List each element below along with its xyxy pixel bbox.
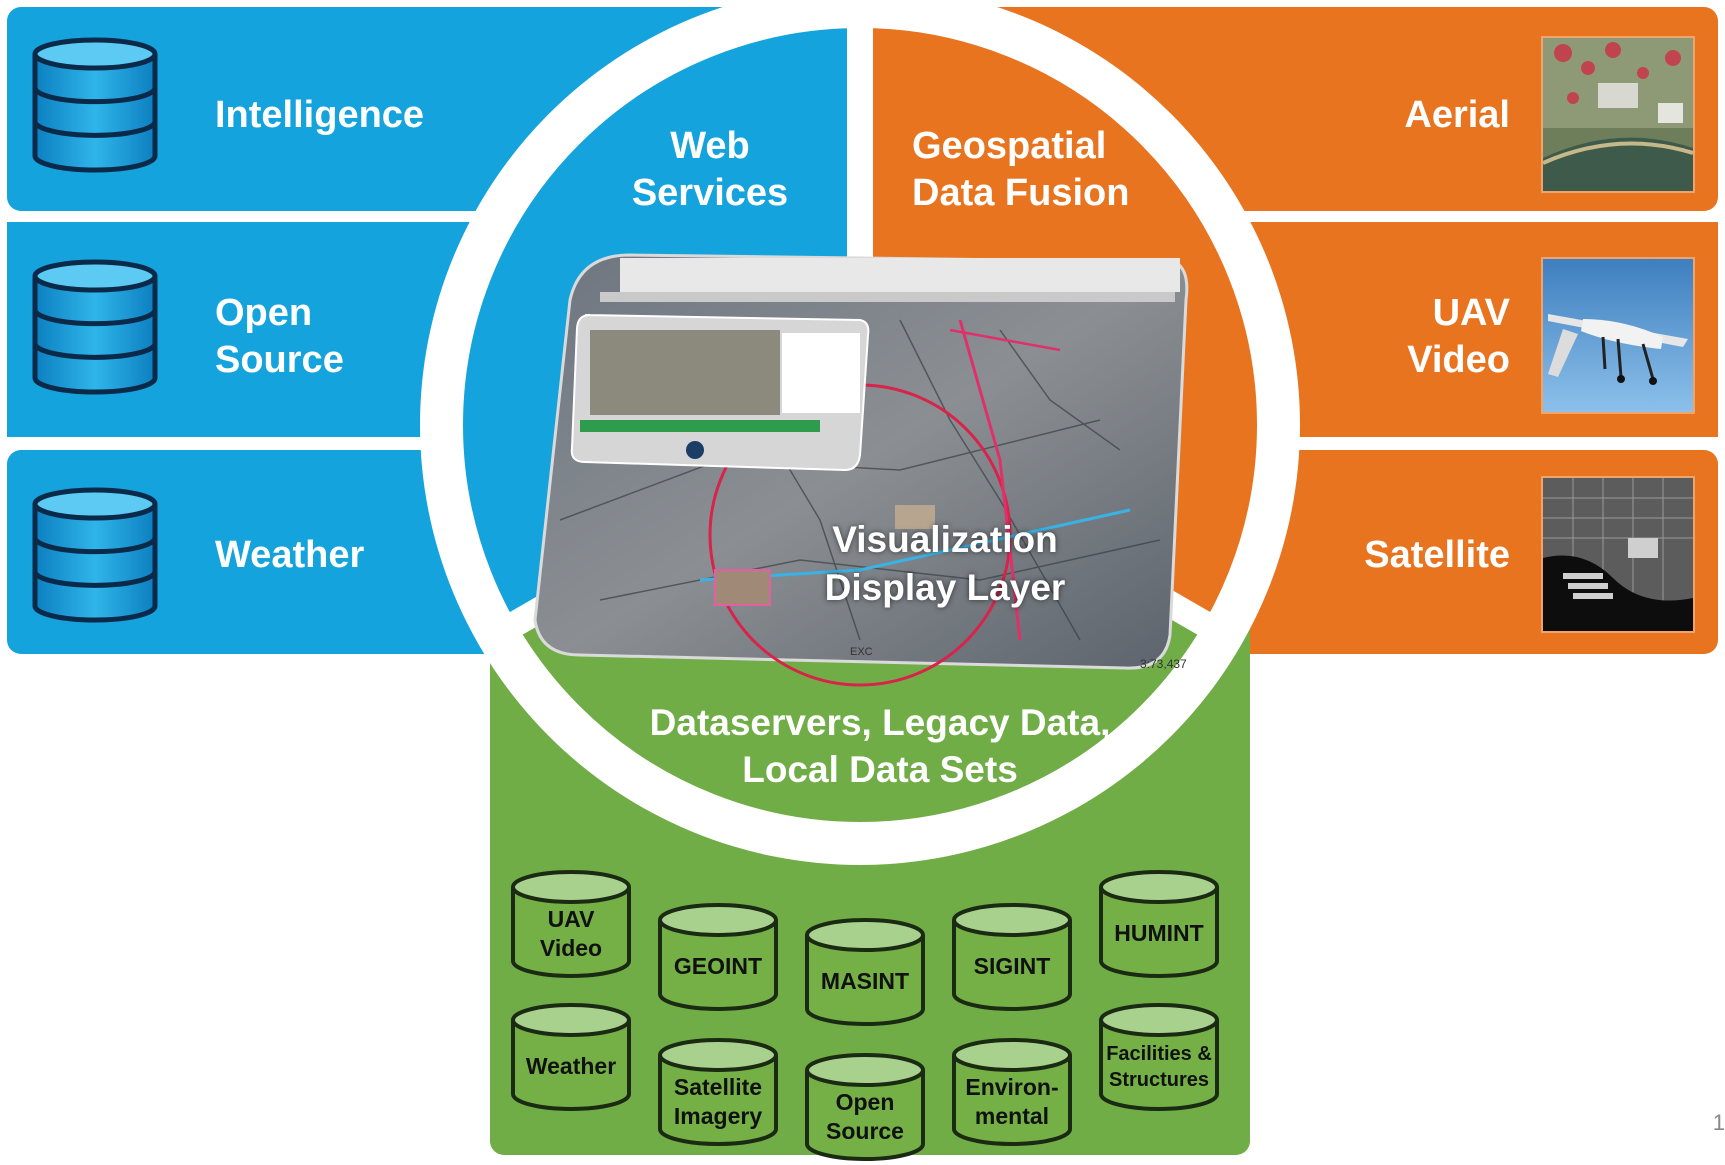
cylinder-label: GEOINT — [673, 953, 763, 979]
database-icon — [32, 259, 158, 395]
cylinder — [658, 1038, 778, 1146]
svg-text:EXC: EXC — [850, 646, 873, 658]
cylinder-label: SIGINT — [973, 953, 1051, 979]
svg-text:3:73,437: 3:73,437 — [1140, 657, 1187, 671]
label-dataservers: Dataservers, Legacy Data,Local Data Sets — [649, 702, 1111, 790]
cylinder — [658, 903, 778, 1011]
cylinder-label: MASINT — [820, 968, 910, 994]
cylinder-group — [511, 870, 1219, 1161]
cylinder — [511, 1003, 631, 1111]
cylinder — [952, 903, 1072, 1011]
cylinder — [805, 918, 925, 1026]
label-intelligence: Intelligence — [215, 94, 425, 136]
aerial-photo-image — [1541, 36, 1695, 193]
cylinder — [511, 870, 631, 978]
cylinder-label: HUMINT — [1114, 920, 1204, 946]
satellite-image — [1541, 476, 1695, 633]
cylinder-label: Environ-mental — [965, 1073, 1059, 1129]
cylinder-label: Facilities &Structures — [1106, 1042, 1212, 1091]
cylinder — [805, 1053, 925, 1161]
cylinder — [1099, 1003, 1219, 1111]
cylinder-label: Weather — [525, 1053, 617, 1079]
cylinder — [1099, 870, 1219, 978]
database-icon — [32, 37, 158, 173]
page-number: 1 — [1712, 1110, 1725, 1135]
visualization-screenshot: 3:73,437 EXC — [533, 253, 1189, 687]
database-icon — [32, 487, 158, 623]
label-aerial: Aerial — [1404, 94, 1510, 136]
cylinder — [952, 1038, 1072, 1146]
uav-drone-image — [1541, 257, 1695, 414]
label-satellite: Satellite — [1364, 534, 1510, 576]
label-weather: Weather — [215, 534, 365, 576]
